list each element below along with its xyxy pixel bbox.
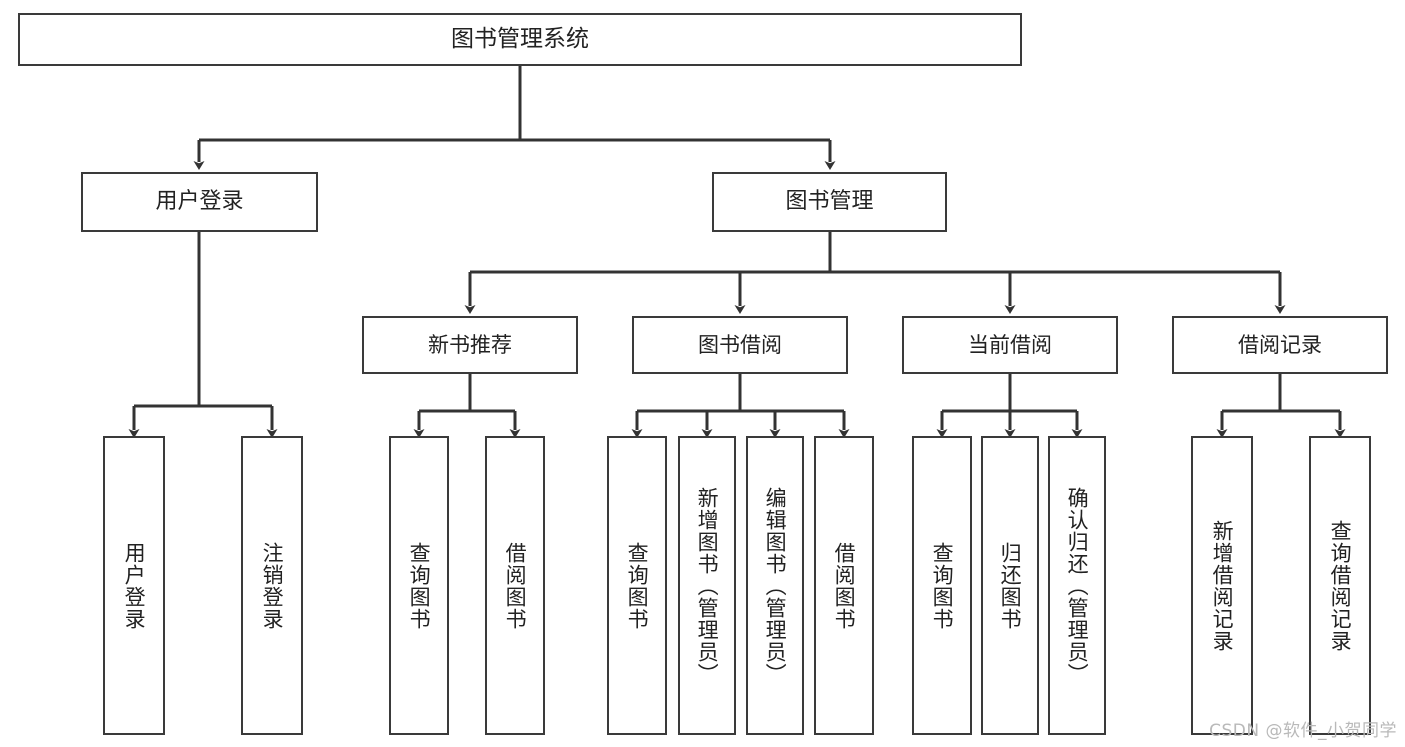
watermark-text: CSDN @软件_小贺同学 (1209, 721, 1397, 741)
node-label: 借阅图书 (832, 541, 857, 630)
node-label: 注销登录 (260, 541, 285, 630)
node-label: 新书推荐 (428, 332, 512, 357)
node-leaf-add-book[interactable]: 新增图书（管理员） (678, 436, 736, 735)
node-label: 查询图书 (625, 541, 650, 630)
node-book-borrow[interactable]: 图书借阅 (632, 316, 848, 374)
node-label: 查询图书 (407, 541, 432, 630)
node-label: 借阅记录 (1238, 332, 1322, 357)
node-leaf-edit-book[interactable]: 编辑图书（管理员） (746, 436, 804, 735)
node-current-borrow[interactable]: 当前借阅 (902, 316, 1118, 374)
node-leaf-query-book-3[interactable]: 查询图书 (912, 436, 972, 735)
node-user-login[interactable]: 用户登录 (81, 172, 318, 232)
node-label: 新增图书（管理员） (695, 486, 720, 685)
node-label: 确认归还（管理员） (1065, 486, 1090, 685)
node-label: 用户登录 (155, 189, 244, 214)
node-label: 图书管理 (785, 189, 874, 214)
node-borrow-record[interactable]: 借阅记录 (1172, 316, 1388, 374)
node-label: 用户登录 (122, 541, 147, 630)
node-leaf-user-login[interactable]: 用户登录 (103, 436, 165, 735)
node-label: 归还图书 (998, 541, 1023, 630)
node-label: 新增借阅记录 (1210, 519, 1235, 652)
node-label: 图书管理系统 (451, 26, 589, 52)
node-label: 图书借阅 (698, 332, 782, 357)
node-label: 编辑图书（管理员） (763, 486, 788, 685)
node-leaf-borrow-book-1[interactable]: 借阅图书 (485, 436, 545, 735)
node-book-management[interactable]: 图书管理 (712, 172, 947, 232)
node-leaf-confirm-return[interactable]: 确认归还（管理员） (1048, 436, 1106, 735)
node-book-management-system[interactable]: 图书管理系统 (18, 13, 1022, 66)
node-leaf-query-record[interactable]: 查询借阅记录 (1309, 436, 1371, 735)
node-leaf-logout[interactable]: 注销登录 (241, 436, 303, 735)
node-leaf-add-record[interactable]: 新增借阅记录 (1191, 436, 1253, 735)
node-leaf-return-book[interactable]: 归还图书 (981, 436, 1039, 735)
node-new-book-recommend[interactable]: 新书推荐 (362, 316, 578, 374)
node-label: 当前借阅 (968, 332, 1052, 357)
node-leaf-query-book-1[interactable]: 查询图书 (389, 436, 449, 735)
node-leaf-borrow-book-2[interactable]: 借阅图书 (814, 436, 874, 735)
node-label: 查询图书 (930, 541, 955, 630)
node-leaf-query-book-2[interactable]: 查询图书 (607, 436, 667, 735)
node-label: 借阅图书 (503, 541, 528, 630)
node-label: 查询借阅记录 (1328, 519, 1353, 652)
